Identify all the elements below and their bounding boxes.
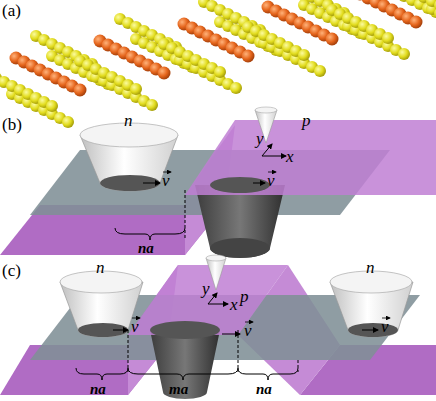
- chalcogen-atom: [130, 83, 142, 95]
- dimension-label: na: [138, 239, 154, 257]
- metal-atom: [74, 84, 87, 97]
- bracket: [76, 368, 128, 380]
- panel-b: [0, 107, 436, 258]
- dimension-label: ma: [169, 380, 188, 398]
- upper-band-plane: [185, 120, 436, 195]
- metal-atom: [158, 67, 171, 80]
- symbol-label: v: [267, 172, 275, 190]
- symbol-label: n: [96, 259, 105, 277]
- symbol-label: v: [244, 322, 252, 340]
- metal-atom: [242, 50, 255, 63]
- cone-top: [206, 255, 226, 261]
- fermi-circle: [78, 323, 128, 337]
- panel-label: (b): [2, 116, 22, 134]
- symbol-label: x: [286, 148, 294, 166]
- panel-label: (c): [2, 262, 21, 280]
- panel-label: (a): [2, 2, 21, 20]
- boundary-line: [238, 330, 239, 372]
- symbol-label: n: [366, 259, 375, 277]
- chalcogen-atom: [398, 48, 410, 60]
- boundary-line: [185, 190, 186, 240]
- chalcogen-atom: [46, 100, 58, 112]
- chalcogen-atom: [434, 0, 436, 11]
- velocity-arrow: [253, 183, 265, 184]
- crystal-structure: [0, 0, 436, 128]
- fermi-circle: [210, 177, 270, 193]
- symbol-label: v: [131, 318, 139, 336]
- chalcogen-atom: [298, 49, 310, 61]
- fermi-circle: [100, 175, 160, 191]
- symbol-label: y: [202, 280, 210, 298]
- axis-arrow: [208, 304, 228, 305]
- symbol-label: n: [124, 112, 133, 130]
- chalcogen-atom: [382, 32, 394, 44]
- chalcogen-atom: [62, 116, 74, 128]
- chalcogen-atom: [214, 66, 226, 78]
- cone-top: [255, 107, 277, 113]
- chalcogen-atom: [230, 82, 242, 94]
- metal-atom: [410, 16, 423, 29]
- dirac-cone-lower: [150, 330, 220, 399]
- symbol-label: v: [381, 318, 389, 336]
- symbol-label: v: [162, 172, 170, 190]
- chalcogen-atom: [314, 65, 326, 77]
- velocity-arrow: [143, 183, 160, 184]
- boundary-line: [128, 330, 129, 372]
- bracket: [115, 228, 185, 240]
- axis-arrow: [262, 156, 286, 157]
- velocity-arrow: [222, 334, 240, 335]
- velocity-arrow: [362, 330, 378, 331]
- panel-c: [0, 255, 436, 399]
- bracket: [238, 368, 298, 380]
- bracket: [128, 368, 238, 380]
- fermi-circle: [348, 323, 398, 337]
- symbol-label: p: [302, 112, 311, 130]
- chalcogen-atom: [146, 99, 158, 111]
- dirac-cone-lower: [195, 185, 285, 258]
- dimension-label: na: [90, 380, 106, 398]
- symbol-label: x: [230, 296, 238, 314]
- fermi-circle: [150, 321, 220, 339]
- chalcogen-atom: [434, 7, 436, 19]
- velocity-arrow: [113, 330, 128, 331]
- symbol-label: y: [256, 130, 264, 148]
- dimension-label: na: [256, 380, 272, 398]
- symbol-label: p: [240, 288, 249, 306]
- metal-atom: [326, 33, 339, 46]
